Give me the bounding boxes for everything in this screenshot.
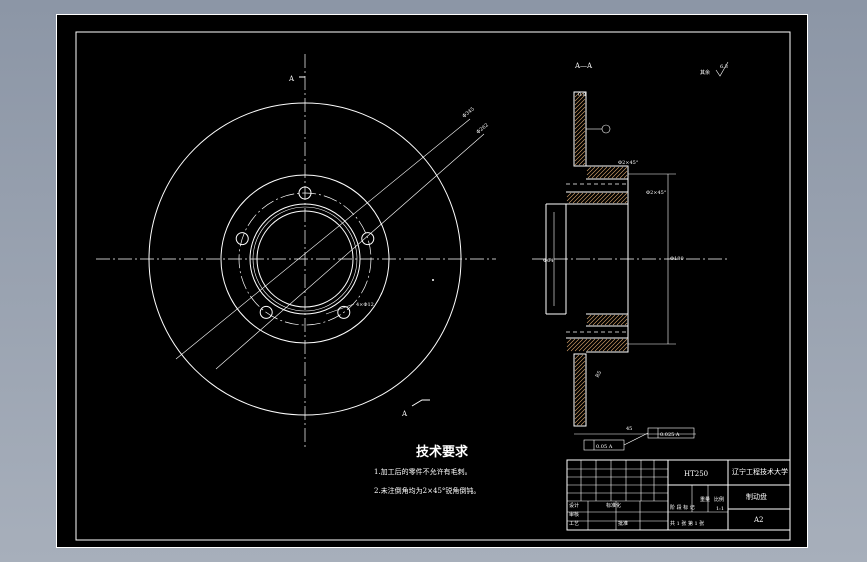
svg-text:0.05 A: 0.05 A [596,444,613,450]
hub-outer-circle [249,203,361,315]
svg-text:R5: R5 [595,370,604,379]
friction-inner-circle [220,174,390,344]
leader-line-1 [175,118,471,360]
drawing-canvas: Φ345 Φ262 4×Φ12 A A A—A [56,14,808,548]
school-name: 辽宁工程技术大学 [732,467,788,476]
standard-label: 标准化 [606,502,621,509]
leader-line-2 [215,133,485,370]
bolt-hole [337,305,351,319]
bolt-hole [361,232,375,246]
material: HT250 [684,470,708,478]
approve-label: 批准 [618,520,628,527]
svg-text:Φ64: Φ64 [543,258,553,264]
process-label: 工艺 [569,521,579,527]
bolt-hole [259,305,273,319]
part-name: 制动盘 [746,492,767,501]
center-bore-circle [256,210,354,308]
drawing-sheet: Φ345 Φ262 4×Φ12 A A A—A [56,14,808,548]
section-mark-top: A [288,75,295,83]
section-view: A—A [532,61,729,451]
svg-text:Φ345: Φ345 [461,106,475,119]
drawing-number: A2 [753,516,764,524]
outer-frame [56,14,808,548]
inner-frame [75,31,791,541]
checker-label: 审核 [569,511,579,518]
section-title: A—A [574,62,593,70]
bolt-hole [298,186,312,200]
sheet-label: 共 1 张 第 1 张 [670,520,704,527]
weight-label: 重量 [700,496,710,503]
bolt-circle [238,192,372,326]
stage-label: 阶 段 标 记 [670,504,695,511]
tech-req-item-1: 1.加工后的零件不允许有毛刺。 [374,467,472,476]
svg-text:Φ2×45°: Φ2×45° [618,160,639,166]
svg-text:0.8: 0.8 [578,92,586,98]
scale-value: 1:1 [716,506,724,512]
svg-text:4×Φ12: 4×Φ12 [356,302,374,308]
scale-label: 比例 [714,496,724,503]
front-view: Φ345 Φ262 4×Φ12 A A [96,54,496,450]
bolt-hole [235,232,249,246]
section-mark-bottom: A [401,410,408,418]
svg-text:Φ262: Φ262 [475,122,489,135]
hub-chamfer-circle [252,206,358,312]
title-block: HT250 辽宁工程技术大学 制动盘 A2 阶 段 标 记 重量 比例 1:1 … [566,459,791,531]
tech-req-title: 技术要求 [416,444,469,460]
roughness-note: 其余 [700,69,710,76]
svg-text:Φ180: Φ180 [670,256,684,262]
technical-requirements: 技术要求 1.加工后的零件不允许有毛刺。 2.未注倒角均为2×45°锐角倒钝。 [374,444,480,495]
svg-text:0.025 A: 0.025 A [660,432,680,438]
designer-label: 设计 [569,502,579,509]
svg-text:45: 45 [626,426,632,432]
svg-text:Φ2×45°: Φ2×45° [646,190,667,196]
svg-text:6.3: 6.3 [720,64,728,70]
tech-req-item-2: 2.未注倒角均为2×45°锐角倒钝。 [374,486,480,495]
outer-rim-circle [148,102,462,416]
